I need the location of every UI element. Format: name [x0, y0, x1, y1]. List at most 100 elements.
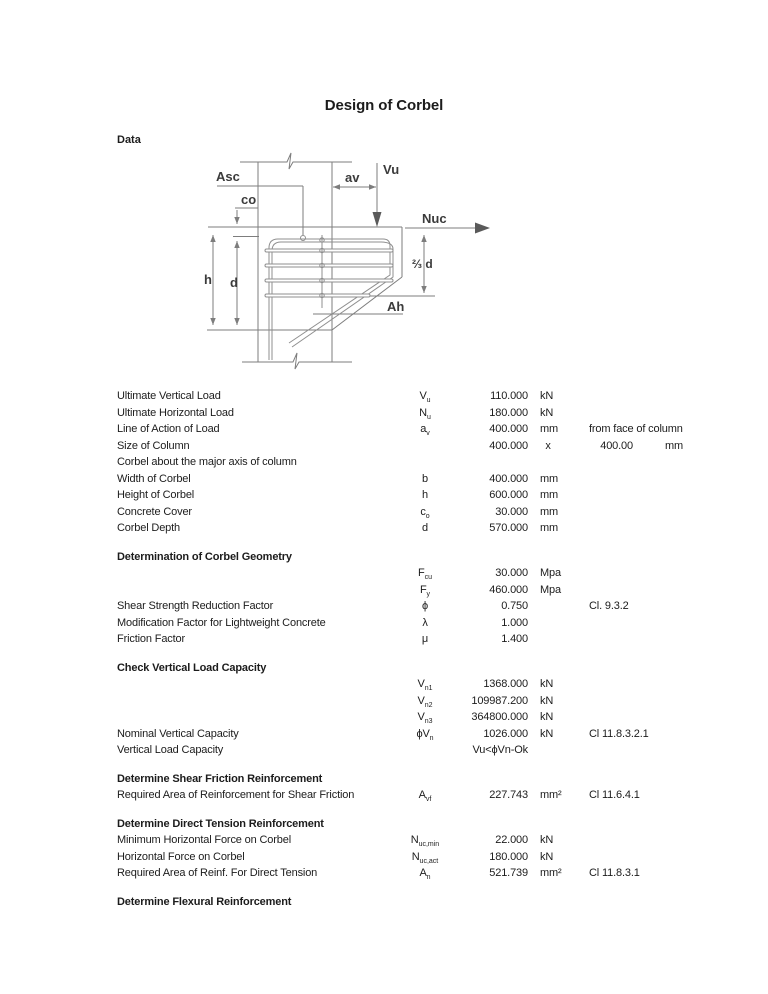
row-unit: kN — [540, 834, 554, 846]
row-label: Nominal Vertical Capacity — [117, 727, 239, 740]
main-bar-inner — [271, 241, 394, 360]
table-row: Nominal Vertical Capacity ϕVn 1026.000 k… — [117, 726, 737, 743]
row-label: Minimum Horizontal Force on Corbel — [117, 834, 292, 846]
table-row: Vn3 364800.000 kN — [117, 709, 737, 726]
row-symbol: Nu — [419, 406, 431, 421]
table-row: Minimum Horizontal Force on Corbel Nuc,m… — [117, 832, 737, 849]
row-value: 521.739 — [489, 867, 528, 879]
asc-leader — [217, 185, 304, 235]
bar-hook — [319, 292, 325, 299]
row-label: Line of Action of Load — [117, 423, 220, 435]
table-row-status: Vertical Load Capacity Vu<ϕVn-Ok — [117, 742, 737, 759]
row-value: 1368.000 — [483, 678, 528, 690]
table-row: Concrete Cover co 30.000 mm — [117, 504, 737, 521]
row-value: 30.000 — [495, 505, 528, 518]
table-row: Vn2 109987.200 kN — [117, 693, 737, 710]
row-label: Required Area of Reinforcement for Shear… — [117, 789, 355, 801]
row-unit: kN — [540, 406, 554, 419]
row-label: Friction Factor — [117, 633, 186, 645]
row-value: 180.000 — [489, 406, 528, 419]
row-symbol: Nuc,min — [410, 834, 440, 849]
table-row: Horizontal Force on Corbel Nuc,act 180.0… — [117, 849, 737, 866]
row-value: 400.000 — [489, 472, 528, 485]
row-unit: mm² — [540, 867, 562, 879]
row-value: 600.000 — [489, 489, 528, 501]
row-value: 570.000 — [489, 522, 528, 534]
row-symbol: d — [422, 522, 428, 534]
framing-bar — [264, 248, 394, 253]
table-row: Ultimate Horizontal Load Nu 180.000 kN — [117, 405, 737, 422]
row-unit: kN — [540, 678, 554, 690]
row-unit: kN — [540, 694, 554, 707]
bar-hook — [319, 262, 325, 269]
row-label: Height of Corbel — [117, 489, 195, 501]
row-symbol: Fy — [419, 583, 431, 598]
row-label: Width of Corbel — [117, 472, 191, 485]
data-section-label: Data — [117, 134, 141, 146]
column-bottom-break — [242, 352, 352, 370]
label-ah: Ah — [387, 299, 404, 314]
label-nuc: Nuc — [422, 211, 447, 226]
bar-hook — [319, 237, 325, 243]
label-two-thirds-d: ⅔ d — [412, 257, 433, 271]
bar-hook — [319, 247, 325, 254]
row-note: Cl 11.6.4.1 — [589, 789, 640, 801]
label-asc: Asc — [216, 169, 240, 184]
section-heading-geometry: Determination of Corbel Geometry — [117, 550, 292, 563]
row-note: Cl 11.8.3.2.1 — [589, 727, 649, 740]
row-unit: Mpa — [540, 583, 561, 596]
row-note: Cl. 9.3.2 — [589, 600, 629, 612]
section-heading-vertical-capacity: Check Vertical Load Capacity — [117, 661, 267, 674]
row-value: 400.000 — [489, 439, 528, 452]
table-row: Height of Corbel h 600.000 mm — [117, 487, 737, 504]
row-label: Required Area of Reinf. For Direct Tensi… — [117, 867, 318, 879]
framing-bar — [264, 293, 371, 298]
table-row: Modification Factor for Lightweight Conc… — [117, 615, 737, 632]
label-vu: Vu — [383, 162, 399, 177]
table-row: Friction Factor μ 1.400 — [117, 631, 737, 648]
row-value: 364800.000 — [471, 711, 528, 723]
table-row: Corbel Depth d 570.000 mm — [117, 520, 737, 537]
table-row-continuation: Corbel about the major axis of column — [117, 454, 737, 471]
row-label: Modification Factor for Lightweight Conc… — [117, 616, 326, 629]
table-row: Vn1 1368.000 kN — [117, 676, 737, 693]
row-label: Corbel about the major axis of column — [117, 456, 297, 468]
row-unit: kN — [540, 711, 554, 723]
section-heading-flexural: Determine Flexural Reinforcement — [117, 895, 292, 908]
row-unit: kN — [540, 390, 554, 402]
row-value: 180.000 — [489, 850, 528, 863]
row-unit: mm — [540, 423, 559, 435]
row-symbol: Vn2 — [417, 694, 433, 709]
row-value: 30.000 — [495, 567, 528, 579]
row-unit: kN — [540, 850, 554, 863]
status-value: Vu<ϕVn-Ok — [472, 744, 529, 756]
row-value: 400.000 — [489, 423, 528, 435]
row-label: Size of Column — [117, 439, 190, 452]
column-top-break — [240, 152, 352, 170]
table-row: Fcu 30.000 Mpa — [117, 565, 737, 582]
row-note: from face of column — [589, 423, 683, 435]
row-symbol: ϕVn — [416, 727, 434, 742]
table-row: Width of Corbel b 400.000 mm — [117, 471, 737, 488]
row-label: Ultimate Horizontal Load — [117, 406, 234, 419]
label-av: av — [345, 170, 360, 185]
page-title: Design of Corbel — [324, 97, 444, 114]
times-separator: x — [545, 439, 551, 452]
row-symbol: co — [420, 505, 430, 520]
row-label: Shear Strength Reduction Factor — [117, 600, 274, 612]
row-value: 1026.000 — [483, 727, 528, 740]
row-unit: mm — [540, 522, 559, 534]
table-row-size-of-column: Size of Column 400.000 x 400.00 mm — [117, 438, 737, 455]
calculation-table: Ultimate Vertical Load Vu 110.000 kN Ult… — [117, 388, 737, 910]
corbel-sloped-face — [331, 276, 403, 331]
table-row: Fy 460.000 Mpa — [117, 582, 737, 599]
row-label: Ultimate Vertical Load — [117, 390, 221, 402]
row-symbol: Vn3 — [417, 711, 433, 726]
row-symbol: av — [420, 423, 430, 438]
row-unit: mm — [540, 489, 559, 501]
row-label: Vertical Load Capacity — [117, 744, 224, 756]
label-co: co — [241, 192, 256, 207]
row-symbol: An — [419, 867, 431, 882]
framing-bar — [264, 278, 394, 283]
